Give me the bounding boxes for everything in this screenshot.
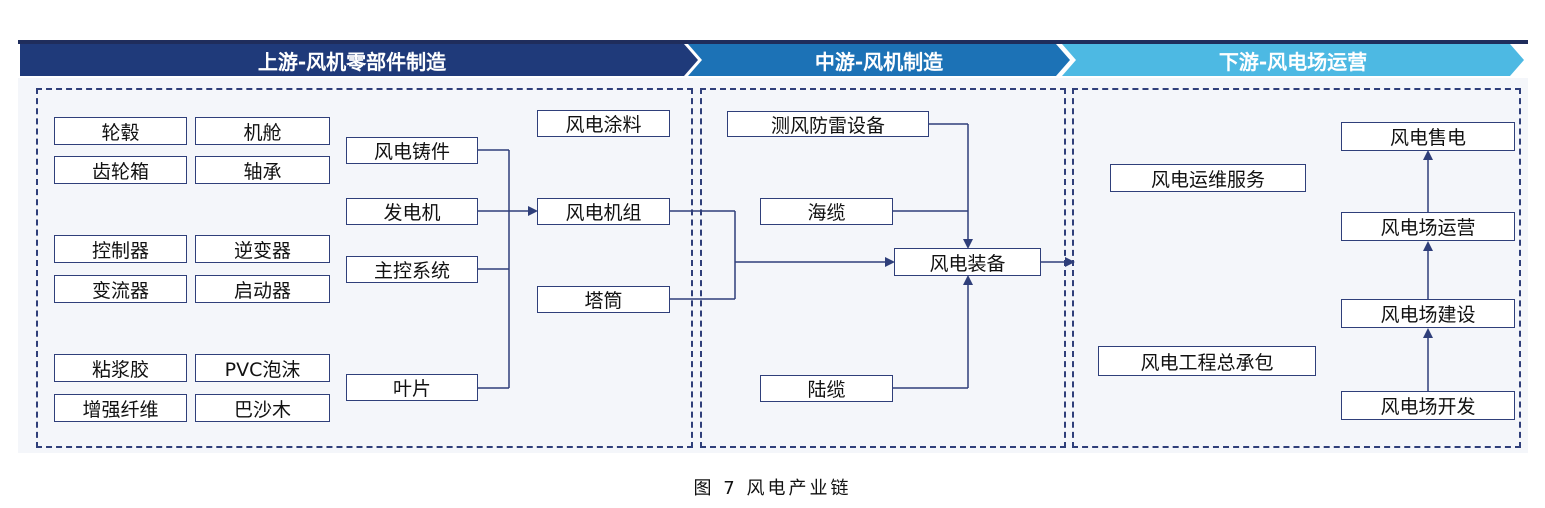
banner-top-rule — [18, 40, 1528, 44]
figure-caption: 图 7 风电产业链 — [693, 478, 852, 499]
upstream-banner-shape — [20, 44, 698, 76]
upstream-header: 上游-风机零部件制造 — [257, 49, 447, 74]
midstream-section — [700, 88, 1066, 448]
component-inverter: 逆变器 — [195, 235, 330, 263]
node-coating: 风电涂料 — [537, 110, 670, 137]
node-anemometer-lightning: 测风防雷设备 — [727, 111, 929, 137]
component-adhesive: 粘浆胶 — [54, 354, 187, 382]
subsystem-generator: 发电机 — [346, 198, 478, 225]
subsystem-castings: 风电铸件 — [346, 137, 478, 164]
node-farm-operation: 风电场运营 — [1341, 212, 1515, 241]
midstream-header: 中游-风机制造 — [814, 49, 944, 74]
node-epc-contracting: 风电工程总承包 — [1098, 346, 1316, 376]
component-hub: 轮毂 — [54, 117, 187, 145]
component-nacelle: 机舱 — [195, 117, 330, 145]
node-power-sales: 风电售电 — [1341, 122, 1515, 151]
component-balsa-wood: 巴沙木 — [195, 394, 330, 422]
node-wind-equipment: 风电装备 — [894, 248, 1041, 276]
component-converter: 变流器 — [54, 275, 187, 303]
node-farm-development: 风电场开发 — [1341, 391, 1515, 420]
downstream-header: 下游-风电场运营 — [1218, 49, 1368, 74]
node-land-cable: 陆缆 — [760, 375, 893, 402]
midstream-banner-shape — [688, 44, 1070, 76]
stage-banners — [18, 40, 1528, 76]
component-reinforced-fiber: 增强纤维 — [54, 394, 187, 422]
component-controller: 控制器 — [54, 235, 187, 263]
component-bearing: 轴承 — [195, 156, 330, 184]
node-wind-turbine: 风电机组 — [537, 198, 670, 225]
subsystem-blade: 叶片 — [346, 374, 478, 401]
node-sea-cable: 海缆 — [760, 198, 893, 225]
component-gearbox: 齿轮箱 — [54, 156, 187, 184]
upstream-section — [36, 88, 693, 448]
node-farm-construction: 风电场建设 — [1341, 299, 1515, 328]
downstream-banner-shape — [1062, 44, 1524, 76]
component-pvc-foam: PVC泡沫 — [195, 354, 330, 382]
node-om-service: 风电运维服务 — [1110, 164, 1306, 192]
node-tower: 塔筒 — [537, 286, 670, 313]
subsystem-main-control: 主控系统 — [346, 256, 478, 283]
component-starter: 启动器 — [195, 275, 330, 303]
downstream-section — [1072, 88, 1521, 448]
